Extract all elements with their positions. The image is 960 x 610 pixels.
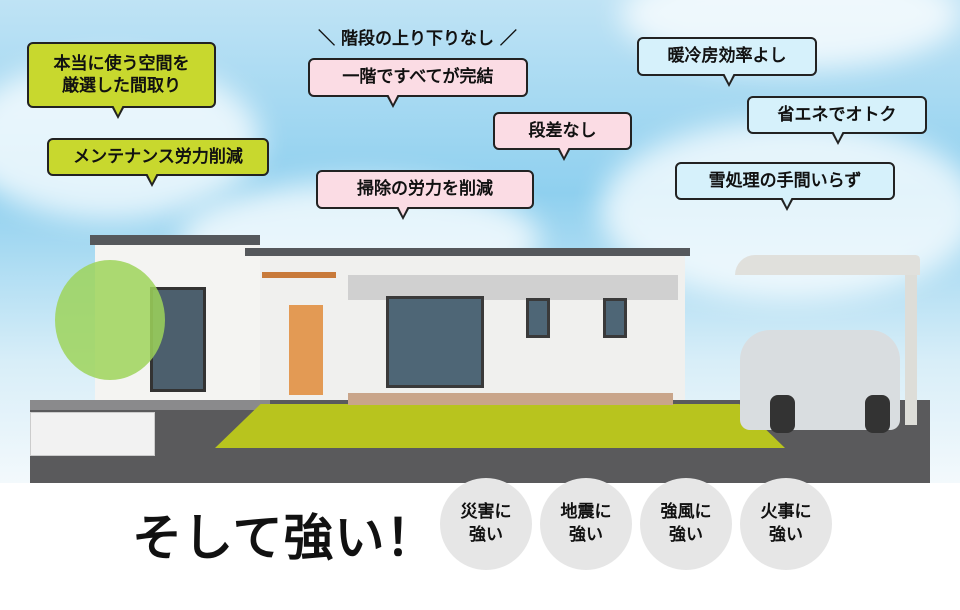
callout-maintenance: メンテナンス労力削減	[47, 138, 269, 187]
callout-snow: 雪処理の手間いらず	[675, 162, 895, 211]
callout-single-floor: 一階ですべてが完結	[308, 58, 528, 108]
lawn	[215, 404, 785, 448]
strength-wind: 強風に 強い	[640, 478, 732, 570]
strength-disaster: 災害に 強い	[440, 478, 532, 570]
front-door	[289, 305, 323, 395]
callout-energy-saving: 省エネでオトク	[747, 96, 927, 145]
callout-cleaning: 掃除の労力を削減	[316, 170, 534, 220]
strength-fire: 火事に 強い	[740, 478, 832, 570]
callout-heating-efficiency: 暖冷房効率よし	[637, 37, 817, 87]
no-stairs-text: 階段の上り下りなし	[341, 29, 494, 49]
tree	[55, 260, 165, 380]
callout-layout: 本当に使う空間を 厳選した間取り	[27, 42, 216, 119]
callout-no-steps: 段差なし	[493, 112, 632, 161]
callout-heading-no-stairs: ＼ 階段の上り下りなし ／	[318, 29, 517, 49]
headline: そして強い！	[132, 509, 437, 567]
strength-earthquake: 地震に 強い	[540, 478, 632, 570]
